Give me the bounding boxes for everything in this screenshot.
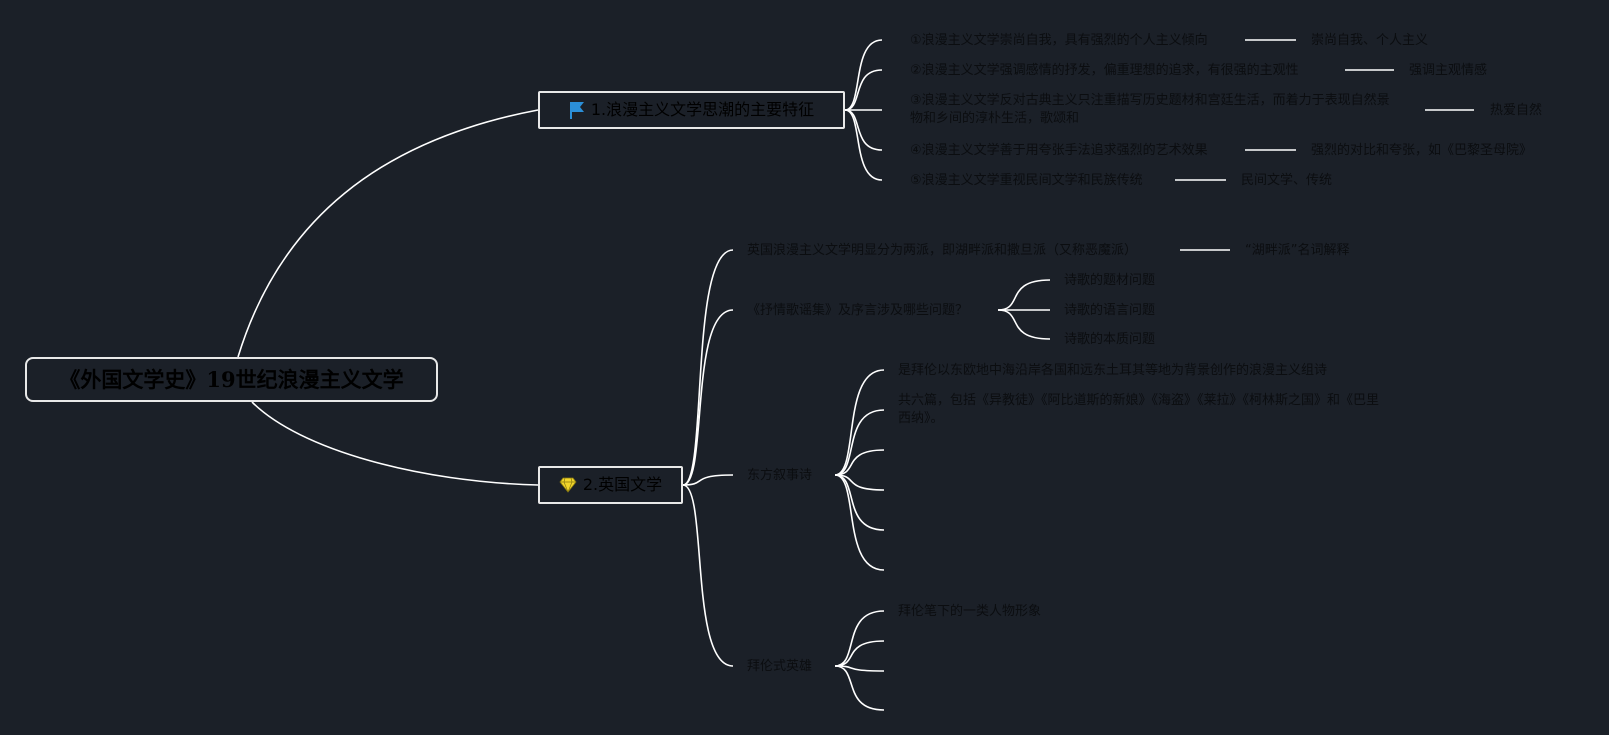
two-schools[interactable]: 英国浪漫主义文学明显分为两派，即湖畔派和撒旦派（又称恶魔派） [747, 243, 1138, 258]
lyrical-subject[interactable]: 诗歌的题材问题 [1064, 273, 1156, 288]
connector-15 [997, 279, 1051, 311]
connector-0 [844, 39, 883, 111]
connector-12 [682, 474, 734, 486]
lyrical-essence[interactable]: 诗歌的本质问题 [1064, 332, 1156, 347]
connector-19 [834, 409, 885, 476]
connector-27 [834, 665, 885, 711]
flag-icon [569, 101, 585, 119]
oriental-tales-desc[interactable]: 是拜伦以东欧地中海沿岸各国和远东土耳其等地为背景创作的浪漫主义组诗 [898, 363, 1328, 378]
branch-romanticism-features[interactable]: 1.浪漫主义文学思潮的主要特征 [538, 91, 845, 129]
oriental-tales[interactable]: 东方叙事诗 [747, 468, 813, 483]
connector-23 [834, 474, 885, 571]
feature-2[interactable]: ②浪漫主义文学强调感情的抒发，偏重理想的追求，有很强的主观性 [910, 63, 1299, 78]
connector-3 [844, 109, 883, 151]
lyrical-language[interactable]: 诗歌的语言问题 [1064, 303, 1156, 318]
byronic-hero-desc[interactable]: 拜伦笔下的一类人物形象 [898, 604, 1042, 619]
feature-5-note[interactable]: 民间文学、传统 [1241, 173, 1333, 188]
byronic-hero[interactable]: 拜伦式英雄 [747, 659, 813, 674]
branch1-label: 1.浪漫主义文学思潮的主要特征 [590, 100, 815, 119]
root-to-branch1 [237, 109, 539, 358]
feature-4[interactable]: ④浪漫主义文学善于用夸张手法追求强烈的艺术效果 [910, 143, 1208, 158]
connector-20 [834, 449, 885, 476]
connector-1 [844, 69, 883, 111]
connector-13 [682, 484, 734, 667]
connector-24 [834, 610, 885, 667]
feature-3-note[interactable]: 热爱自然 [1490, 103, 1543, 118]
feature-2-note[interactable]: 强调主观情感 [1409, 63, 1488, 78]
connector-25 [834, 640, 885, 667]
connector-17 [997, 309, 1051, 340]
branch2-label: 2.英国文学 [582, 475, 663, 494]
connector-21 [834, 474, 885, 491]
connector-11 [682, 309, 734, 486]
two-schools-note[interactable]: “湖畔派”名词解释 [1245, 243, 1350, 258]
lyrical-ballads-question[interactable]: 《抒情歌谣集》及序言涉及哪些问题？ [747, 303, 969, 318]
feature-1[interactable]: ①浪漫主义文学崇尚自我，具有强烈的个人主义倾向 [910, 33, 1208, 48]
feature-1-note[interactable]: 崇尚自我、个人主义 [1311, 33, 1429, 48]
feature-5[interactable]: ⑤浪漫主义文学重视民间文学和民族传统 [910, 173, 1143, 188]
root-to-branch2 [251, 401, 539, 486]
connector-10 [682, 249, 734, 486]
connector-26 [834, 665, 885, 672]
connector-22 [834, 474, 885, 531]
root-topic[interactable]: 《外国文学史》19世纪浪漫主义文学 [25, 357, 438, 402]
connector-18 [834, 369, 885, 476]
branch-english-literature[interactable]: 2.英国文学 [538, 466, 683, 504]
feature-3[interactable]: ③浪漫主义文学反对古典主义只注重描写历史题材和宫廷生活，而着力于表现自然景物和乡… [910, 93, 1390, 126]
diamond-icon [559, 477, 577, 493]
feature-4-note[interactable]: 强烈的对比和夸张，如《巴黎圣母院》 [1311, 143, 1533, 158]
oriental-tales-works[interactable]: 共六篇，包括《异教徒》《阿比道斯的新娘》《海盗》《莱拉》《柯林斯之国》和《巴里西… [898, 393, 1380, 426]
connector-4 [844, 109, 883, 181]
